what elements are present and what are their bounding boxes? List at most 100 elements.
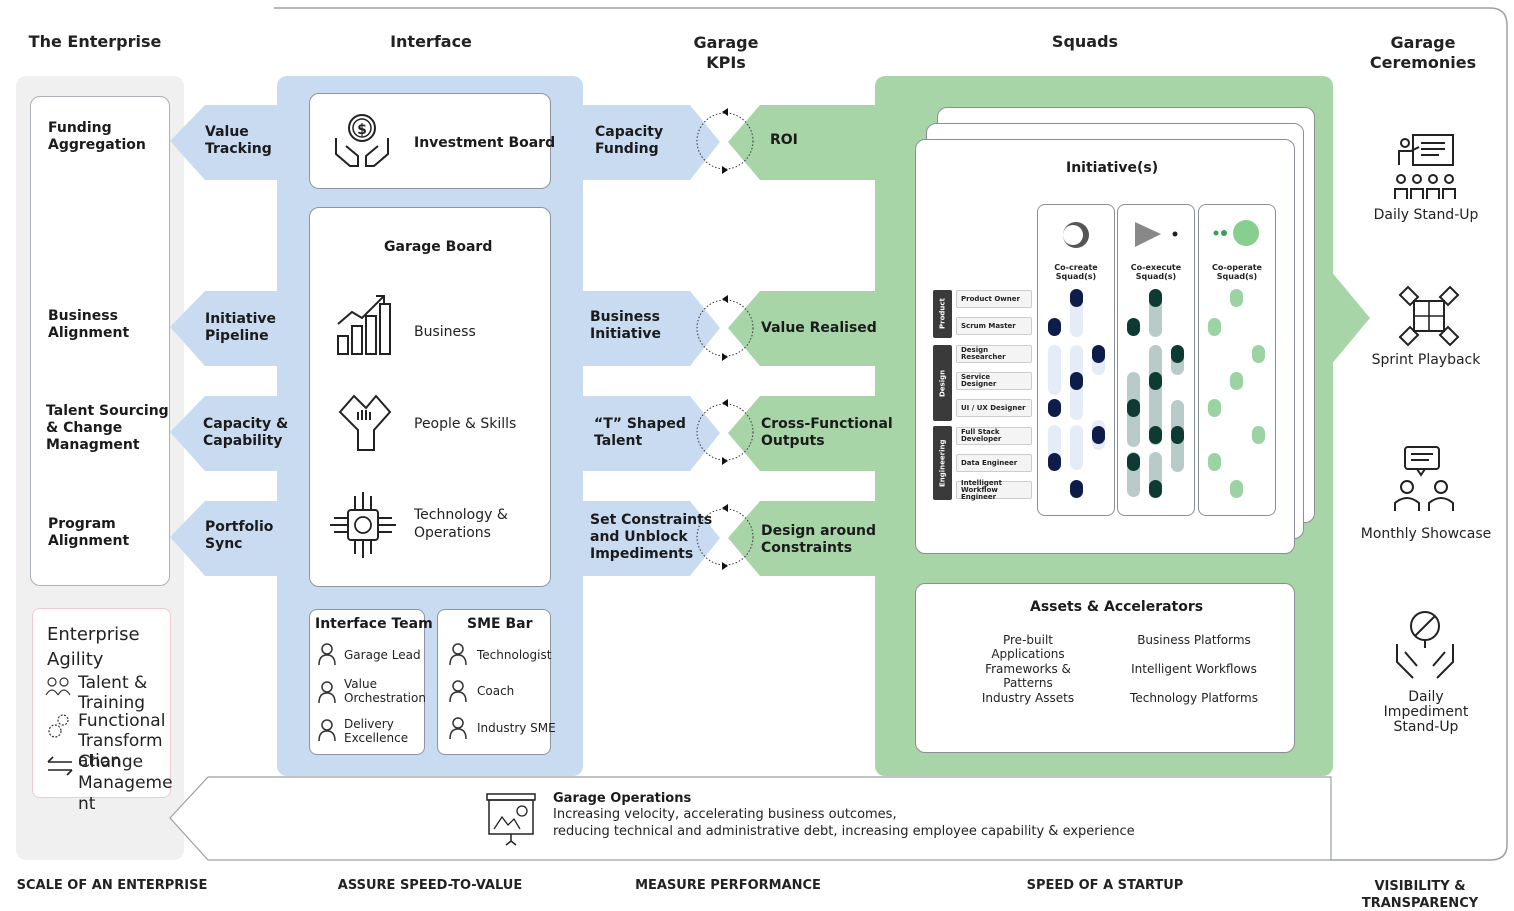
puzzle-icon — [1396, 283, 1462, 353]
sme-bar-title: SME Bar — [467, 616, 533, 632]
left-arrows — [170, 105, 280, 576]
role-scrum-master: Scrum Master — [956, 317, 1032, 335]
role-service-designer: Service Designer — [956, 372, 1032, 390]
agility-item-change: Change Manageme nt — [78, 752, 173, 814]
ceremony-daily-impediment: Daily Impediment Stand-Up — [1383, 689, 1469, 735]
kpi-capacity-funding: Capacity Funding — [595, 124, 664, 157]
gears-icon — [46, 712, 74, 744]
header-kpis: Garage KPIs — [693, 33, 759, 72]
enterprise-box — [30, 96, 170, 586]
people-icon — [44, 676, 74, 700]
garage-board-people: People & Skills — [414, 416, 517, 432]
assets-box — [915, 583, 1295, 753]
kpi-roi: ROI — [770, 132, 798, 148]
kpi-design-constraints: Design around Constraints — [761, 523, 877, 556]
person-icon — [448, 716, 468, 744]
squad-dots — [1048, 289, 1265, 498]
assets-title: Assets & Accelerators — [1030, 599, 1204, 615]
role-product-owner: Product Owner — [956, 290, 1032, 308]
interface-team-value-orchestration: Value Orchestration — [344, 677, 426, 705]
coexecute-icon — [1135, 222, 1178, 247]
kpi-cross-functional: Cross-Functional Outputs — [761, 416, 893, 449]
blocked-hands-icon — [1393, 608, 1457, 684]
footer-scale: SCALE OF AN ENTERPRISE — [16, 878, 208, 893]
person-icon — [317, 642, 337, 670]
agility-item-functional: Functional Transform ation — [78, 711, 166, 771]
role-data-engineer: Data Engineer — [956, 454, 1032, 472]
person-icon — [317, 680, 337, 708]
asset-prebuilt: Pre-built Applications — [991, 633, 1065, 661]
arrow-initiative-pipeline: Initiative Pipeline — [205, 311, 277, 344]
swap-arrows-icon — [46, 756, 74, 780]
initiatives-title: Initiative(s) — [1066, 160, 1159, 176]
agility-title: Enterprise Agility — [47, 624, 140, 670]
operations-line1: Increasing velocity, accelerating busine… — [553, 807, 897, 822]
ceremony-sprint-playback: Sprint Playback — [1371, 352, 1481, 368]
role-ui-ux-designer: UI / UX Designer — [956, 399, 1032, 417]
cocreate-icon — [1063, 222, 1089, 248]
header-ceremonies: Garage Ceremonies — [1369, 33, 1477, 72]
footer-speed-to-value: ASSURE SPEED-TO-VALUE — [337, 878, 523, 893]
garage-board — [309, 207, 551, 587]
footer-measure: MEASURE PERFORMANCE — [635, 878, 821, 893]
interface-team-delivery-excellence: Delivery Excellence — [344, 717, 409, 745]
enterprise-item-funding: Funding Aggregation — [48, 120, 146, 153]
hands-together-icon — [334, 390, 396, 458]
agility-box — [32, 608, 171, 798]
person-icon — [448, 642, 468, 670]
agility-item-talent: Talent & Training — [78, 673, 148, 713]
role-intelligent-workflow-engineer: Intelligent Workflow Engineer — [956, 479, 1032, 500]
operations-title: Garage Operations — [553, 791, 692, 806]
operations-line2: reducing technical and administrative de… — [553, 824, 1135, 839]
asset-industry: Industry Assets — [981, 691, 1075, 705]
header-enterprise: The Enterprise — [28, 32, 162, 51]
ceremony-daily-standup: Daily Stand-Up — [1373, 207, 1479, 223]
svg-text:$: $ — [357, 122, 367, 138]
cocreate-label: Co-create Squad(s) — [1054, 263, 1098, 281]
role-full-stack-developer: Full Stack Developer — [956, 427, 1032, 445]
asset-frameworks: Frameworks & Patterns — [985, 662, 1071, 690]
garage-board-technology: Technology & Operations — [414, 507, 508, 541]
presentation-board-icon — [484, 791, 538, 851]
garage-board-title: Garage Board — [384, 239, 493, 255]
asset-technology-platforms: Technology Platforms — [1130, 691, 1258, 705]
enterprise-item-talent: Talent Sourcing & Change Managment — [46, 403, 169, 453]
footer-visibility: VISIBILITY & TRANSPARENCY — [1361, 879, 1479, 911]
kpi-set-constraints: Set Constraints and Unblock Impediments — [590, 512, 713, 562]
sme-coach: Coach — [477, 684, 515, 698]
header-squads: Squads — [1051, 32, 1119, 51]
arrow-portfolio-sync: Portfolio Sync — [205, 519, 274, 552]
kpi-arrows — [580, 105, 877, 576]
garage-board-business: Business — [414, 324, 476, 340]
standup-board-icon — [1393, 133, 1457, 205]
sme-technologist: Technologist — [477, 648, 552, 662]
ceremony-monthly-showcase: Monthly Showcase — [1360, 526, 1492, 542]
enterprise-item-business: Business Alignment — [48, 308, 130, 341]
showcase-people-icon — [1393, 445, 1457, 517]
squads-right-arrow — [1330, 270, 1370, 366]
header-interface: Interface — [390, 32, 472, 51]
asset-business-platforms: Business Platforms — [1137, 633, 1251, 647]
money-hands-icon: $ — [330, 108, 394, 176]
enterprise-item-program: Program Alignment — [48, 516, 130, 549]
footer-startup: SPEED OF A STARTUP — [1026, 878, 1184, 893]
arrow-value-tracking: Value Tracking — [205, 124, 272, 157]
asset-intelligent-workflows: Intelligent Workflows — [1131, 662, 1257, 676]
investment-board — [309, 93, 551, 189]
kpi-value-realised: Value Realised — [761, 320, 877, 336]
kpi-t-shaped-talent: “T” Shaped Talent — [594, 416, 686, 449]
coexecute-label: Co-execute Squad(s) — [1130, 263, 1182, 281]
bar-chart-icon — [334, 290, 394, 360]
chip-brain-icon — [328, 490, 398, 566]
cooperate-label: Co-operate Squad(s) — [1212, 263, 1262, 281]
person-icon — [317, 718, 337, 746]
interface-team-title: Interface Team — [315, 616, 433, 632]
arrow-capacity-capability: Capacity & Capability — [203, 416, 289, 449]
cooperate-icon — [1213, 220, 1259, 246]
sme-industry: Industry SME — [477, 721, 556, 735]
role-design-researcher: Design Researcher — [956, 345, 1032, 363]
interface-team-garage-lead: Garage Lead — [344, 648, 421, 662]
person-icon — [448, 679, 468, 707]
